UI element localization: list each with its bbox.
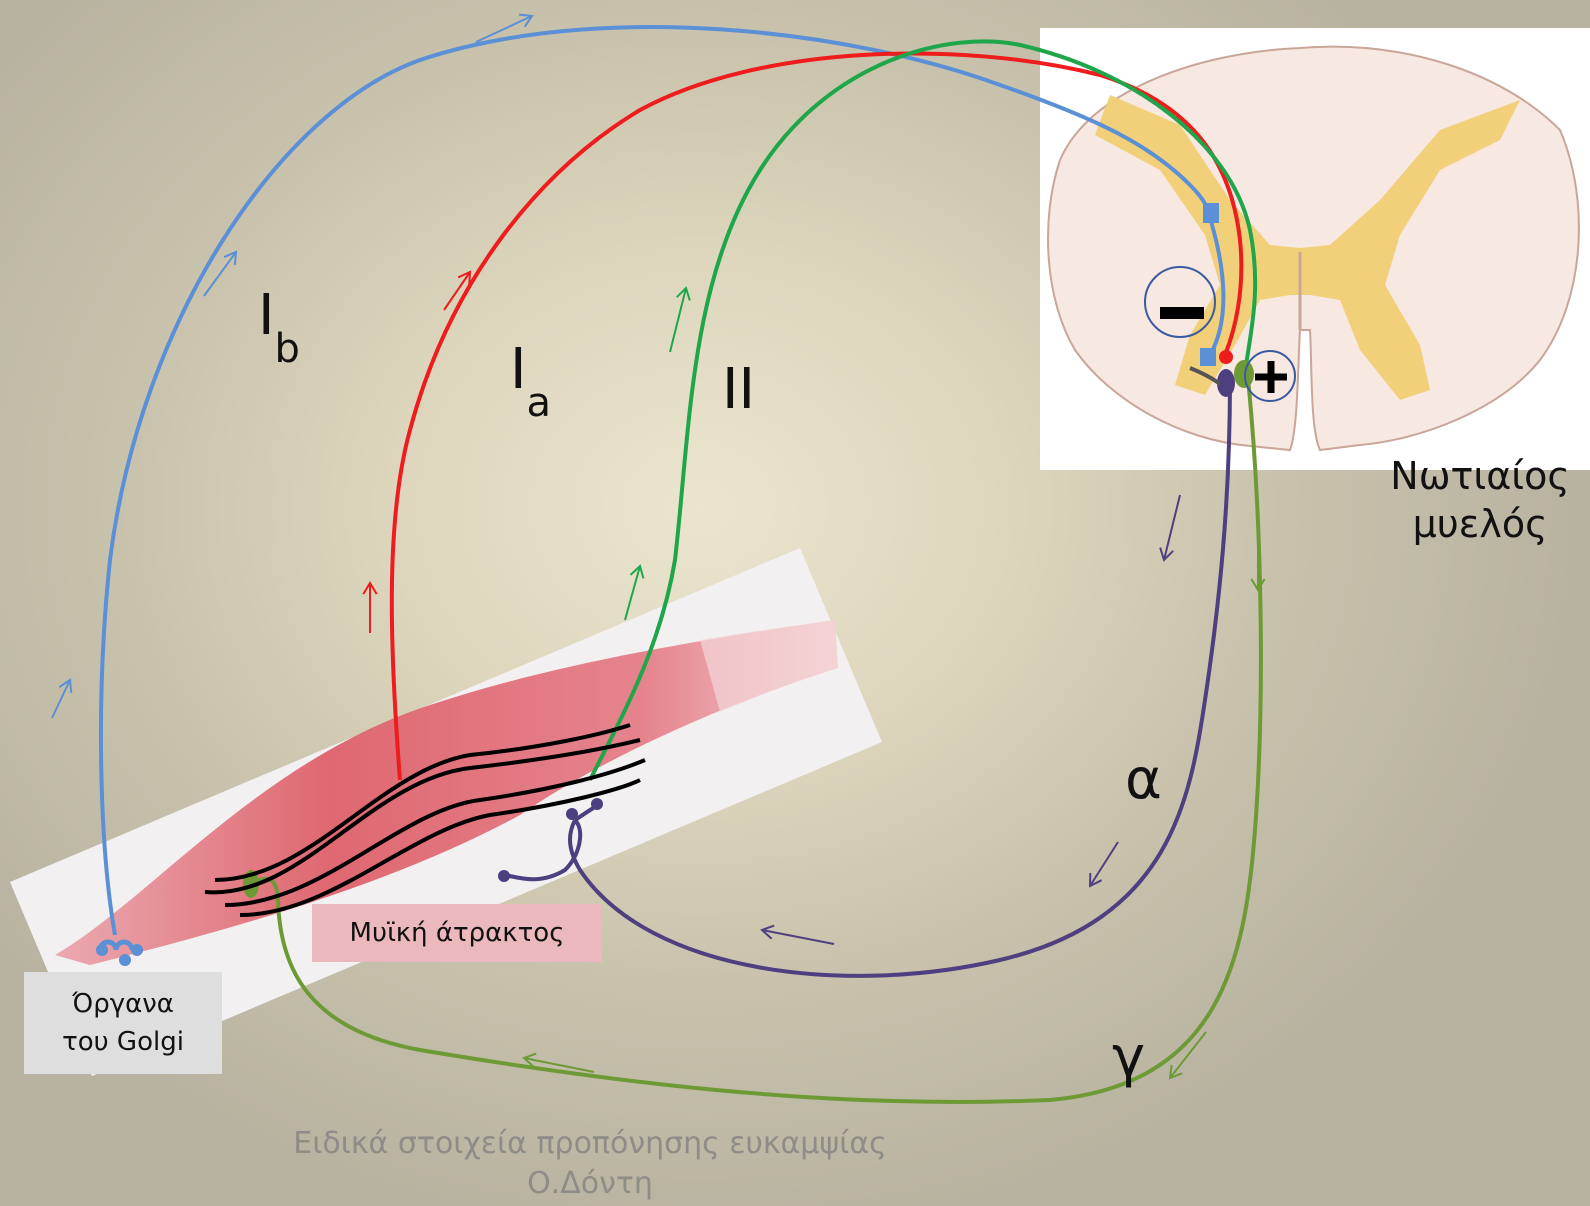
footer-title: Ειδικά στοιχεία προπόνησης ευκαμψίας — [0, 1124, 1180, 1164]
fiber-ia-letter: I — [510, 337, 527, 402]
fiber-alpha-label: α — [1125, 752, 1162, 808]
synapse-icon — [1219, 350, 1233, 364]
spinal-cord-label-line1: Νωτιαίος — [1370, 452, 1590, 500]
arrow-icon — [762, 930, 834, 944]
footer: Ειδικά στοιχεία προπόνησης ευκαμψίας Ο.Δ… — [0, 1124, 1180, 1204]
synapse-icon — [566, 808, 578, 820]
arrow-icon — [1164, 495, 1180, 560]
golgi-ending-icon — [96, 944, 108, 956]
golgi-organs-label-line1: Όργανα — [72, 985, 174, 1023]
fiber-ib-label: Ib — [258, 288, 300, 344]
fiber-gamma-label: γ — [1112, 1030, 1145, 1086]
golgi-organs-label: Όργανα του Golgi — [24, 972, 222, 1074]
golgi-ending-icon — [119, 954, 131, 966]
arrow-icon — [204, 252, 236, 296]
spinal-cord-label-line2: μυελός — [1370, 500, 1590, 548]
arrow-icon — [670, 288, 686, 352]
fiber-ii-label: II — [722, 362, 755, 418]
arrow-icon — [1090, 873, 1102, 886]
footer-author: Ο.Δόντη — [0, 1164, 1180, 1204]
synapse-icon — [498, 870, 510, 882]
golgi-organs-label-line2: του Golgi — [62, 1023, 184, 1061]
fiber-ia-subscript: a — [527, 380, 552, 426]
synapse-icon — [1200, 348, 1216, 366]
synapse-icon — [591, 798, 603, 810]
golgi-ending-icon — [131, 944, 143, 956]
minus-sign-icon — [1160, 307, 1204, 319]
spinal-cord-label: Νωτιαίος μυελός — [1370, 452, 1590, 548]
gamma-motoneuron-icon — [1234, 360, 1254, 388]
muscle-spindle-label: Μυϊκή άτρακτος — [312, 904, 602, 962]
arrow-icon — [1090, 842, 1118, 886]
synapse-icon — [1203, 203, 1219, 223]
fiber-ia-label: Ia — [510, 342, 551, 398]
fiber-ib-letter: I — [258, 283, 275, 348]
fiber-ib-subscript: b — [275, 326, 300, 372]
spinal-cord-panel — [1040, 28, 1590, 470]
